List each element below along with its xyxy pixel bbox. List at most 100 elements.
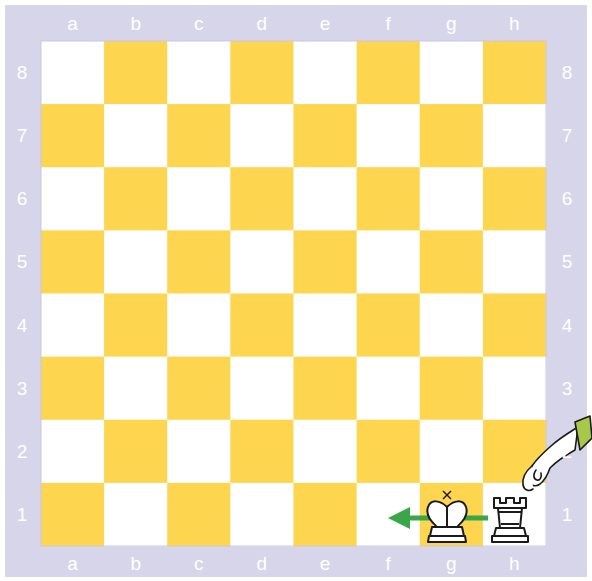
light-square (294, 167, 358, 231)
rank-label: 1 (562, 505, 573, 524)
light-square (104, 483, 168, 547)
white-king (427, 491, 466, 542)
light-square (483, 104, 547, 168)
file-label: h (509, 14, 520, 33)
light-square (357, 104, 421, 168)
rank-label: 8 (17, 63, 28, 82)
light-square (104, 230, 168, 294)
rank-label: 2 (17, 442, 28, 461)
dark-square (420, 483, 484, 547)
file-label: c (194, 14, 204, 33)
rank-label: 6 (17, 189, 28, 208)
dark-square (104, 420, 168, 484)
dark-square (167, 104, 231, 168)
light-square (167, 41, 231, 105)
dark-square (357, 167, 421, 231)
dark-square (294, 483, 358, 547)
light-square (357, 357, 421, 421)
rank-label: 4 (17, 316, 28, 335)
light-square (420, 294, 484, 358)
dark-square (230, 167, 294, 231)
dark-square (167, 357, 231, 421)
rank-label: 8 (562, 63, 573, 82)
file-label: a (67, 14, 78, 33)
dark-square (357, 294, 421, 358)
dark-square (167, 483, 231, 547)
light-square (294, 420, 358, 484)
rank-label: 7 (17, 126, 28, 145)
rank-label: 4 (562, 316, 573, 335)
light-square (230, 230, 294, 294)
dark-square (357, 420, 421, 484)
file-label: b (130, 554, 141, 573)
file-label: d (257, 554, 268, 573)
dark-square (230, 294, 294, 358)
light-square (167, 167, 231, 231)
light-square (483, 357, 547, 421)
rank-label: 1 (17, 505, 28, 524)
file-label: f (386, 554, 391, 573)
dark-square (420, 104, 484, 168)
rank-label: 6 (562, 189, 573, 208)
light-square (420, 41, 484, 105)
dark-square (420, 230, 484, 294)
dark-square (167, 230, 231, 294)
file-label: g (446, 14, 457, 33)
file-label: b (130, 14, 141, 33)
light-square (167, 420, 231, 484)
dark-square (41, 230, 105, 294)
dark-square (357, 41, 421, 105)
dark-square (483, 41, 547, 105)
rank-label: 5 (562, 252, 573, 271)
light-square (230, 483, 294, 547)
light-square (483, 230, 547, 294)
dark-square (420, 357, 484, 421)
light-square (41, 294, 105, 358)
dark-square (230, 420, 294, 484)
file-label: f (386, 14, 391, 33)
light-square (41, 420, 105, 484)
white-rook (492, 498, 528, 542)
file-label: h (509, 554, 520, 573)
light-square (420, 167, 484, 231)
file-label: d (257, 14, 268, 33)
dark-square (483, 420, 547, 484)
light-square (294, 294, 358, 358)
dark-square (483, 294, 547, 358)
dark-square (230, 41, 294, 105)
rank-label: 3 (562, 379, 573, 398)
light-square (167, 294, 231, 358)
light-square (420, 420, 484, 484)
light-square (357, 230, 421, 294)
dark-square (104, 41, 168, 105)
file-label: e (320, 554, 331, 573)
dark-square (294, 357, 358, 421)
rank-label: 3 (17, 379, 28, 398)
dark-square (41, 483, 105, 547)
dark-square (41, 104, 105, 168)
rank-label: 2 (562, 442, 573, 461)
light-square (230, 357, 294, 421)
file-label: e (320, 14, 331, 33)
light-square (104, 357, 168, 421)
file-label: a (67, 554, 78, 573)
board-frame (5, 5, 587, 577)
hand (523, 416, 592, 490)
light-square (41, 167, 105, 231)
dark-square (483, 167, 547, 231)
dark-square (104, 167, 168, 231)
dark-square (41, 357, 105, 421)
light-square (483, 483, 547, 547)
dark-square (104, 294, 168, 358)
light-square (41, 41, 105, 105)
rank-label: 7 (562, 126, 573, 145)
rank-label: 5 (17, 252, 28, 271)
light-square (294, 41, 358, 105)
dark-square (294, 230, 358, 294)
file-label: g (446, 554, 457, 573)
light-square (357, 483, 421, 547)
file-label: c (194, 554, 204, 573)
light-square (104, 104, 168, 168)
light-square (230, 104, 294, 168)
